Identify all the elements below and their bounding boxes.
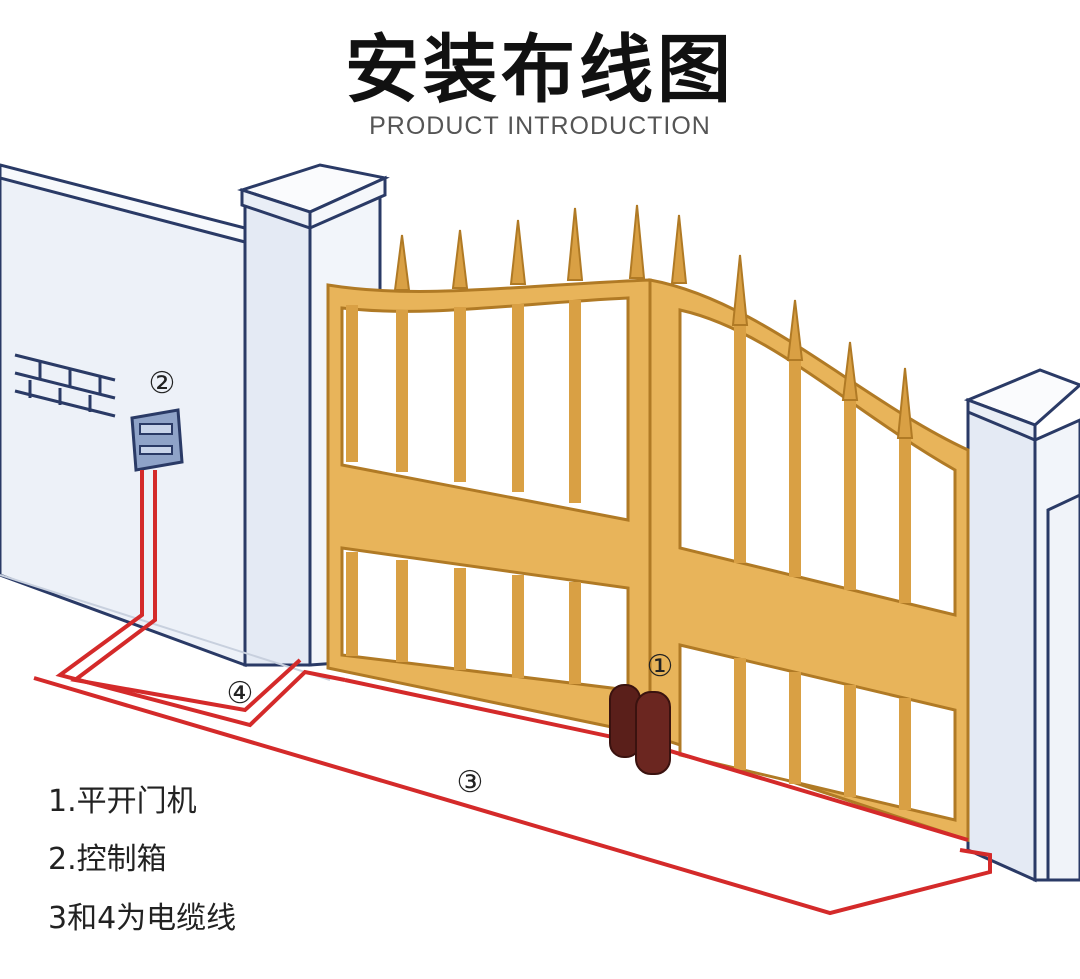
left-wall — [0, 163, 247, 668]
page-title: 安装布线图 — [345, 27, 735, 113]
gate-left-leaf — [326, 278, 652, 737]
ground-line — [0, 574, 331, 681]
cable-4 — [55, 470, 346, 728]
gate-bars — [346, 300, 911, 810]
marker-2: ② — [149, 366, 176, 401]
brick-pattern — [14, 353, 116, 418]
gate-motor — [609, 684, 671, 775]
marker-1: ① — [647, 649, 674, 684]
control-box — [130, 408, 184, 472]
page-subtitle: PRODUCT INTRODUCTION — [369, 112, 711, 140]
legend-item-2: 2.控制箱 — [48, 842, 167, 877]
gate-right-leaf — [648, 278, 970, 843]
legend-item-3: 3和4为电缆线 — [48, 901, 237, 936]
marker-3: ③ — [457, 765, 484, 800]
marker-4: ④ — [227, 676, 254, 711]
right-pillar — [963, 368, 1080, 883]
gate-spikes — [393, 204, 914, 439]
legend-item-1: 1.平开门机 — [48, 784, 197, 819]
